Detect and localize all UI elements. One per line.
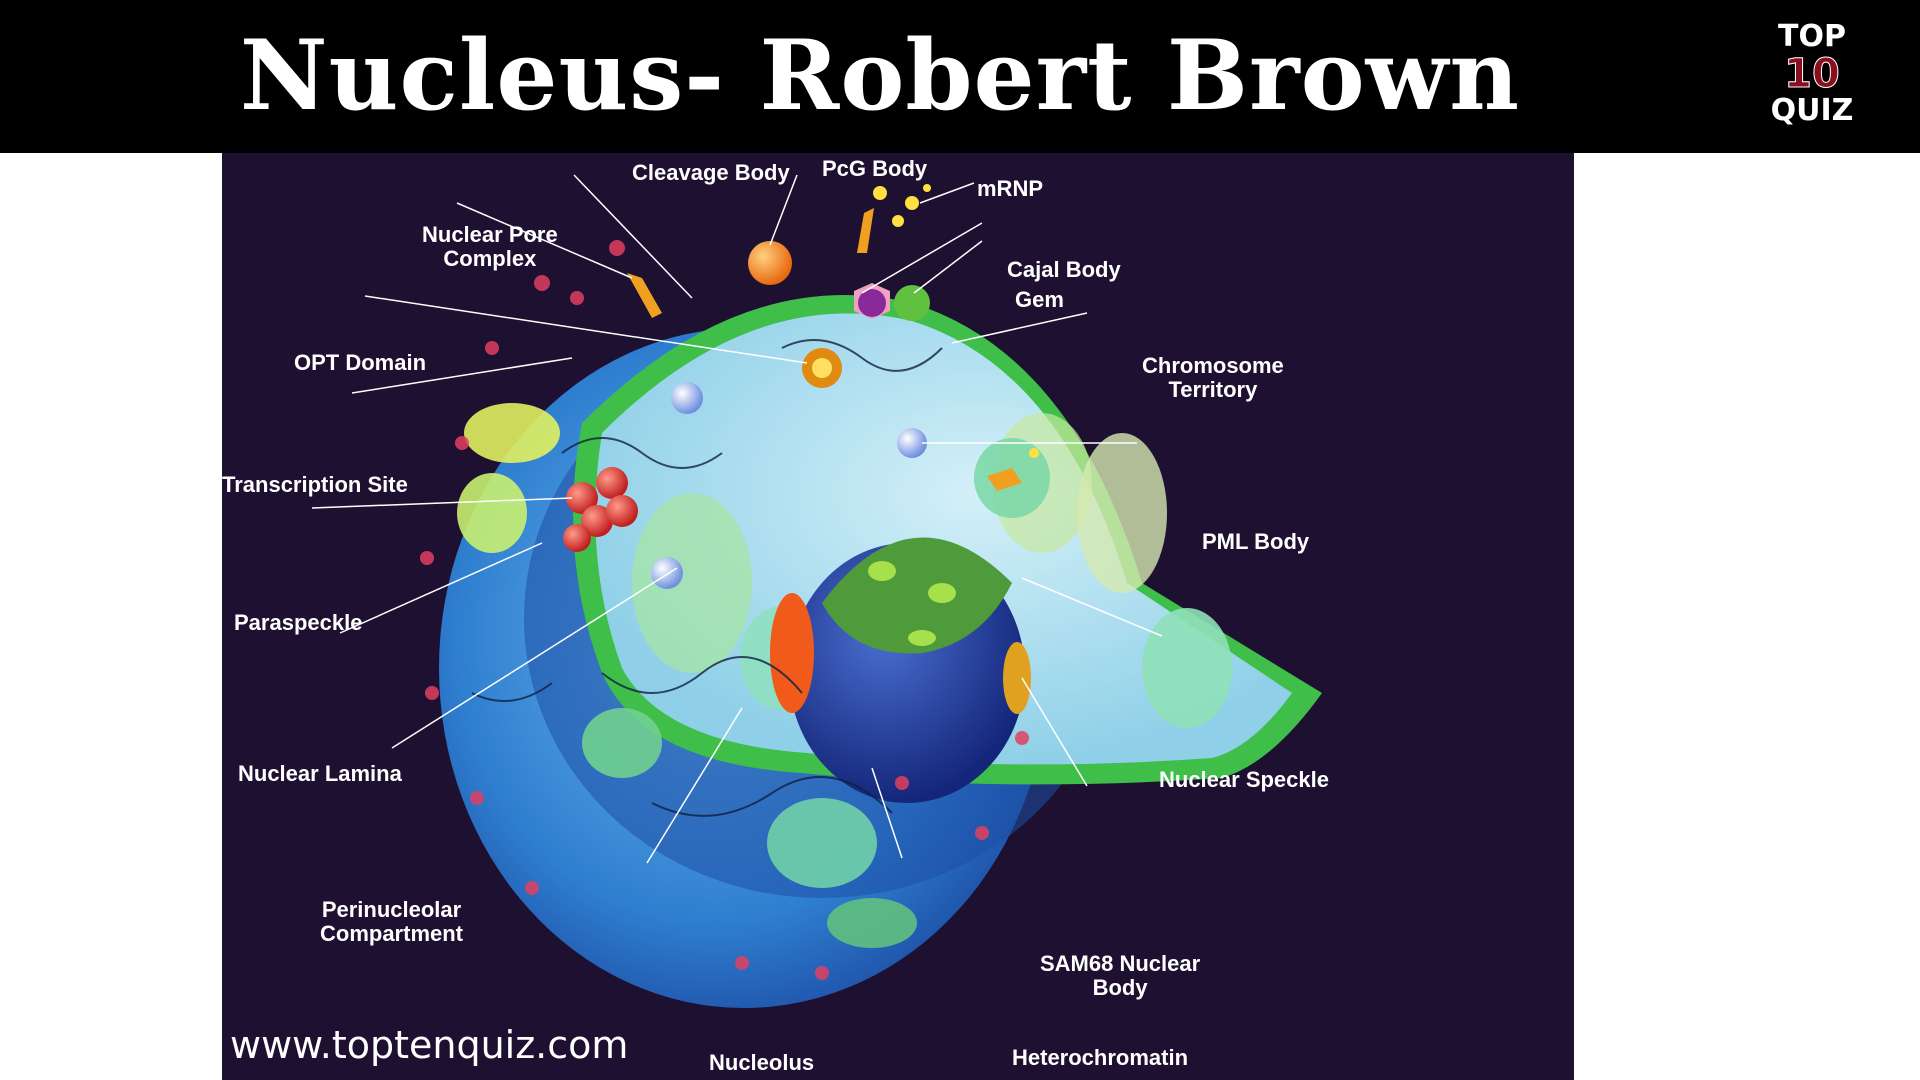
top10quiz-logo: TOP 10 QUIZ [1762, 20, 1862, 130]
logo-number-text: 10 [1784, 51, 1841, 97]
pml-body-shape-a [671, 382, 703, 414]
logo-top-text: TOP [1778, 19, 1846, 54]
label-cajal-body: Cajal Body [1007, 257, 1121, 282]
title-bar: Nucleus- Robert Brown TOP 10 QUIZ [0, 0, 1920, 153]
label-perinucleolar-compartment: Perinucleolar Compartment [320, 897, 464, 946]
label-pcg-body: PcG Body [822, 156, 928, 181]
page-title: Nucleus- Robert Brown [239, 19, 1521, 132]
label-nuclear-lamina: Nuclear Lamina [238, 761, 402, 786]
label-nucleolus: Nucleolus [709, 1050, 815, 1075]
paraspeckle-shape [566, 482, 598, 514]
label-paraspeckle: Paraspeckle [234, 610, 363, 635]
label-cleavage-body: Cleavage Body [632, 160, 790, 185]
label-chromosome-territory: Chromosome Territory [1142, 353, 1284, 402]
website-url: www.toptenquiz.com [230, 1023, 629, 1067]
label-mrnp: mRNP [977, 176, 1044, 201]
label-transcription-site: Transcription Site [222, 472, 408, 497]
label-sam68-nuclear-body: SAM68 Nuclear Body [1040, 951, 1201, 1000]
gem-shape [894, 285, 930, 321]
label-pml-body: PML Body [1202, 529, 1310, 554]
nucleus-diagram: Cleavage Body PcG Body mRNP Nuclear Pore… [222, 153, 1574, 1080]
pml-body-shape-b [897, 428, 927, 458]
nucleus-illustration [311, 174, 1322, 1008]
label-nuclear-pore-complex: Nuclear Pore Complex [422, 222, 558, 271]
pcg-body-shape [748, 241, 792, 285]
cajal-body-shape [858, 289, 886, 317]
label-heterochromatin: Heterochromatin [1012, 1045, 1189, 1070]
perinucleolar-compartment-shape [770, 593, 814, 713]
label-nuclear-speckle: Nuclear Speckle [1159, 767, 1329, 792]
logo-bottom-text: QUIZ [1770, 93, 1854, 128]
label-opt-domain: OPT Domain [294, 350, 427, 375]
label-gem: Gem [1015, 287, 1064, 312]
